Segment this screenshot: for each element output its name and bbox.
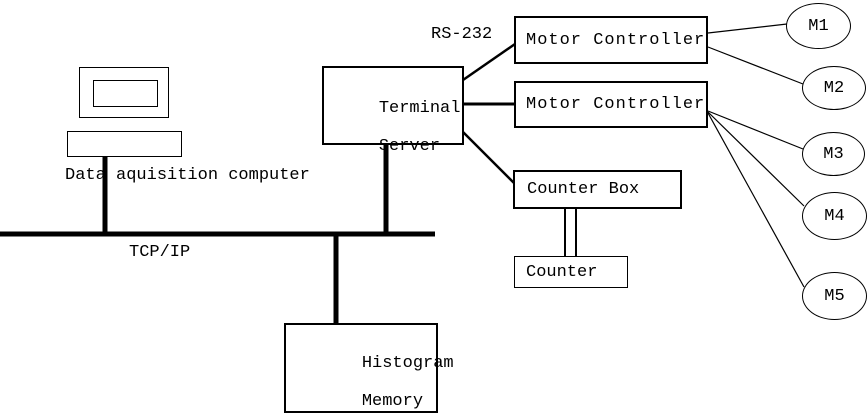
label-tcpip: TCP/IP xyxy=(129,243,191,262)
wire-ts-to-mc1 xyxy=(462,42,516,82)
wire-mc1-to-m1 xyxy=(707,23,788,34)
node-motor-controller-2: Motor Controller xyxy=(514,81,708,128)
motor-ellipse-m1: M1 xyxy=(786,3,851,49)
terminal-server-label-line2: Server xyxy=(378,137,441,156)
node-terminal-server: Terminal Server xyxy=(322,66,464,156)
motor-ellipse-m4: M4 xyxy=(802,192,867,240)
node-counter: Counter xyxy=(514,256,628,288)
node-counter-box: Counter Box xyxy=(513,170,682,209)
label-rs232: RS-232 xyxy=(431,25,493,44)
histogram-memory-label-line2: Memory xyxy=(361,392,424,411)
motor-ellipse-m2: M2 xyxy=(802,66,866,110)
motor-ellipse-m3: M3 xyxy=(802,132,865,176)
terminal-server-label-line1: Terminal xyxy=(378,99,461,118)
motor-m4-label: M4 xyxy=(824,206,845,226)
wire-mc2-to-m3 xyxy=(707,110,804,150)
label-data-acquisition-computer: Data aquisition computer xyxy=(65,166,310,185)
counter-label: Counter xyxy=(526,262,598,282)
motor-controller-1-label: Motor Controller xyxy=(526,30,706,50)
node-motor-controller-1: Motor Controller xyxy=(514,16,708,64)
motor-m1-label: M1 xyxy=(808,16,829,36)
motor-controller-2-label: Motor Controller xyxy=(526,95,706,114)
screen-icon xyxy=(93,80,158,107)
histogram-memory-label-line1: Histogram xyxy=(361,354,454,373)
keyboard-icon xyxy=(67,131,182,157)
wire-ts-to-counterbox xyxy=(462,131,515,184)
wire-mc2-to-m4 xyxy=(707,111,805,207)
wire-mc1-to-m2 xyxy=(707,46,804,85)
counter-box-label: Counter Box xyxy=(527,180,640,199)
wire-mc2-to-m5 xyxy=(707,112,805,288)
motor-ellipse-m5: M5 xyxy=(802,272,867,320)
node-histogram-memory: Histogram Memory xyxy=(284,323,454,413)
motor-m5-label: M5 xyxy=(824,286,845,306)
motor-m3-label: M3 xyxy=(823,144,844,164)
motor-m2-label: M2 xyxy=(823,78,845,98)
